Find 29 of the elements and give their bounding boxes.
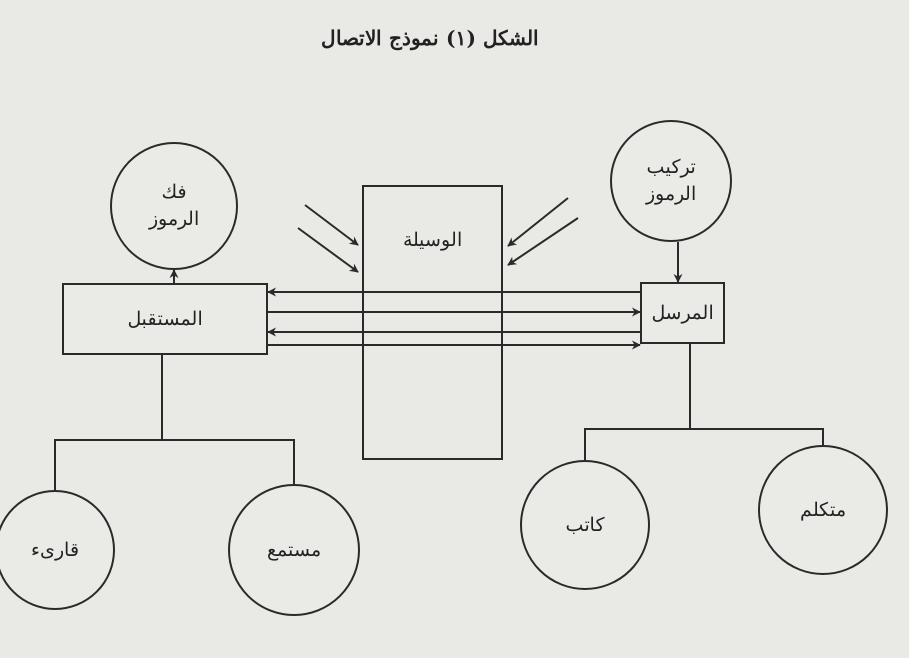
figure-title: الشكل (١) نموذج الاتصال <box>320 25 540 52</box>
arrow <box>170 269 178 283</box>
connector-line <box>268 311 362 313</box>
connector-line <box>161 355 295 484</box>
arrow <box>267 288 362 296</box>
connector-line <box>268 344 362 346</box>
rectangle-node <box>640 282 725 344</box>
node-label: متكلم <box>799 498 847 523</box>
arrow <box>503 308 641 316</box>
node-label: الوسيلة <box>402 228 463 253</box>
node-label: كاتب <box>564 512 606 538</box>
node-label: قارىء <box>30 538 80 563</box>
node-label: تركيب الرموز <box>644 155 697 207</box>
connector-line <box>503 331 640 333</box>
node-label: المستقبل <box>128 306 202 332</box>
arrow <box>674 242 682 283</box>
arrow <box>297 227 359 273</box>
rectangle-node <box>362 185 503 460</box>
node-label: مستمع <box>266 538 322 563</box>
arrow <box>507 217 579 266</box>
arrow <box>267 328 362 336</box>
connector-line <box>503 291 640 293</box>
arrow <box>304 204 359 246</box>
arrow <box>503 340 641 350</box>
node-label: فك الرموز <box>147 180 200 232</box>
arrow <box>507 197 569 247</box>
rectangle-node <box>62 283 268 355</box>
node-label: المرسل <box>652 300 714 326</box>
connector-line <box>689 344 824 445</box>
